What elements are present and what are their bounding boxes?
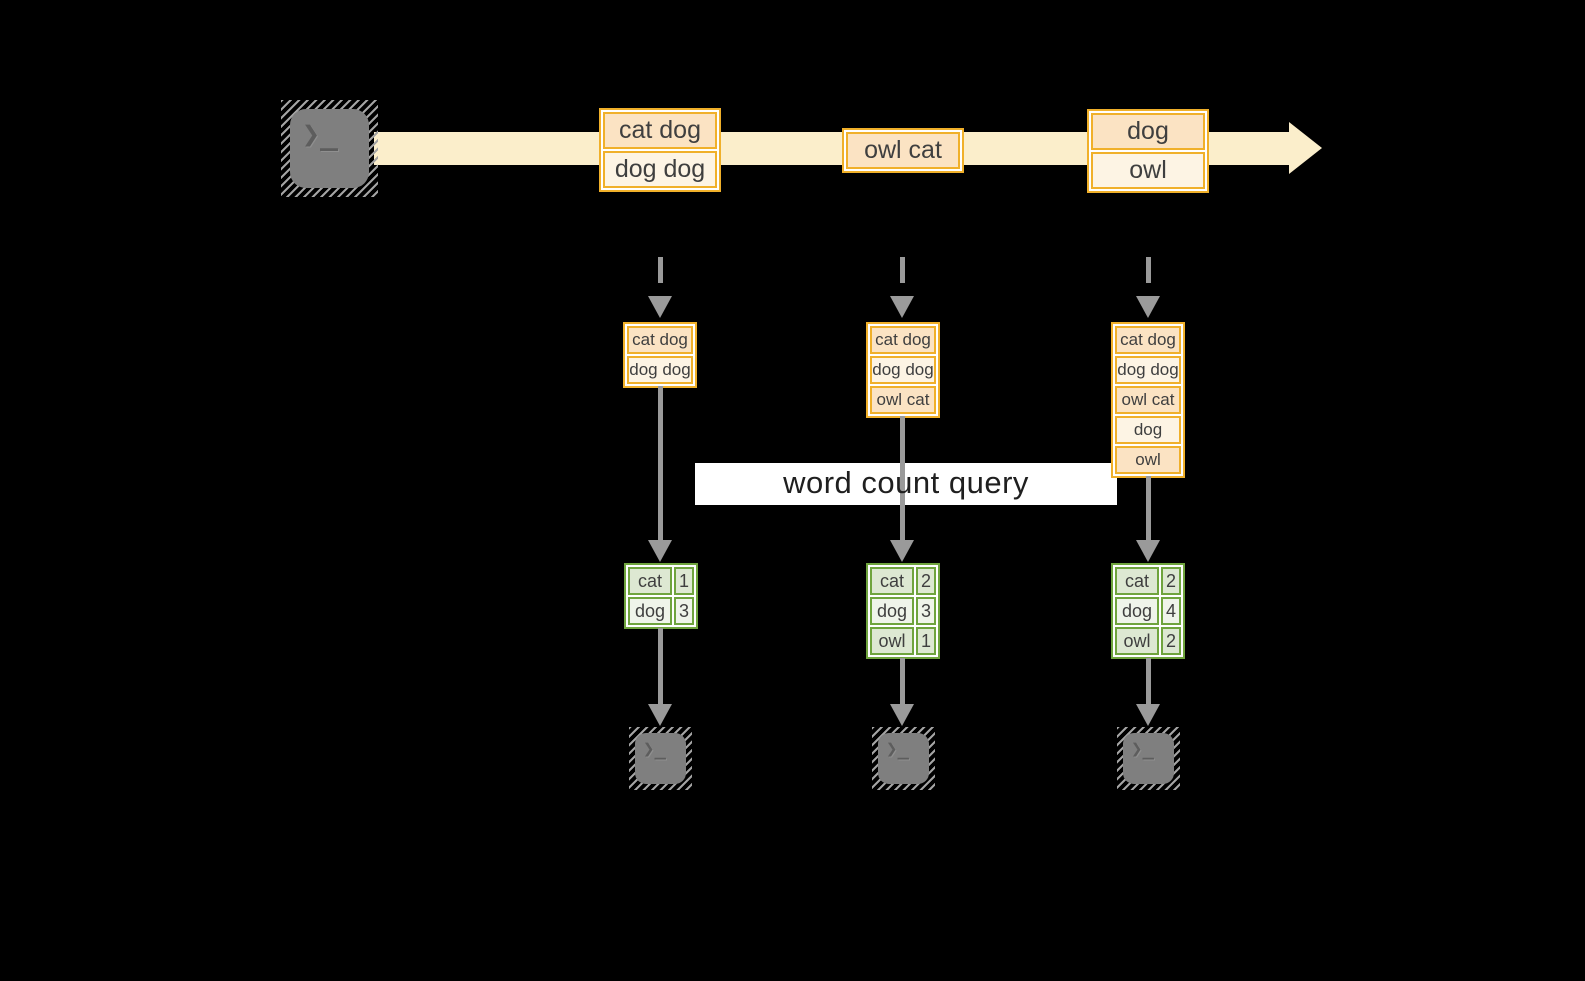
stream-arrowhead-icon — [1289, 122, 1322, 174]
terminal-icon-body: ❯_ — [878, 733, 929, 784]
count-value-cell: 2 — [916, 567, 936, 595]
count-value-cell: 3 — [916, 597, 936, 625]
arrow-line — [900, 416, 905, 544]
arrow-head-icon — [1136, 540, 1160, 562]
terminal-icon-body: ❯_ — [1123, 733, 1174, 784]
dashed-arrow-head-icon — [648, 296, 672, 318]
count-word-cell: cat — [628, 567, 672, 595]
terminal-prompt-icon: ❯_ — [643, 738, 666, 760]
count-word-cell: owl — [1115, 627, 1159, 655]
buffered-line-cell: dog dog — [870, 356, 936, 384]
count-value-cell: 2 — [1161, 567, 1181, 595]
dashed-arrow-line — [658, 257, 663, 283]
dashed-arrow-head-icon — [890, 296, 914, 318]
terminal-sink-icon-3: ❯_ — [1117, 727, 1180, 790]
buffered-line-cell: cat dog — [1115, 326, 1181, 354]
count-value-cell: 1 — [916, 627, 936, 655]
dashed-arrow-head-icon — [1136, 296, 1160, 318]
stream-line-cell: dog — [1091, 113, 1205, 150]
terminal-prompt-icon: ❯_ — [886, 738, 909, 760]
buffered-line-cell: owl cat — [1115, 386, 1181, 414]
stream-event-box-2: owl cat — [842, 128, 964, 173]
buffered-line-cell: cat dog — [870, 326, 936, 354]
terminal-sink-icon-1: ❯_ — [629, 727, 692, 790]
buffered-line-cell: dog dog — [1115, 356, 1181, 384]
buffered-line-cell: cat dog — [627, 326, 693, 354]
count-value-cell: 3 — [674, 597, 694, 625]
buffered-line-cell: owl — [1115, 446, 1181, 474]
dashed-arrow-line — [900, 257, 905, 283]
count-word-cell: owl — [870, 627, 914, 655]
buffered-line-cell: dog — [1115, 416, 1181, 444]
stream-line-cell: cat dog — [603, 112, 717, 149]
count-value-cell: 4 — [1161, 597, 1181, 625]
arrow-head-icon — [890, 704, 914, 726]
arrow-line — [658, 628, 663, 708]
terminal-prompt-icon: ❯_ — [302, 117, 339, 152]
arrow-head-icon — [648, 540, 672, 562]
count-word-cell: dog — [870, 597, 914, 625]
arrow-head-icon — [1136, 704, 1160, 726]
count-word-cell: cat — [870, 567, 914, 595]
count-word-cell: dog — [628, 597, 672, 625]
dashed-arrow-line — [1146, 257, 1151, 283]
terminal-icon-body: ❯_ — [290, 109, 369, 188]
arrow-line — [658, 386, 663, 544]
terminal-prompt-icon: ❯_ — [1131, 738, 1154, 760]
terminal-source-icon: ❯_ — [281, 100, 378, 197]
buffered-line-cell: owl cat — [870, 386, 936, 414]
buffered-line-cell: dog dog — [627, 356, 693, 384]
query-label-band — [695, 463, 1117, 505]
stream-line-cell: owl — [1091, 152, 1205, 189]
count-value-cell: 1 — [674, 567, 694, 595]
arrow-line — [900, 658, 905, 708]
query-label: word count query — [783, 465, 1029, 500]
arrow-line — [1146, 658, 1151, 708]
count-word-cell: cat — [1115, 567, 1159, 595]
count-value-cell: 2 — [1161, 627, 1181, 655]
terminal-icon-body: ❯_ — [635, 733, 686, 784]
stream-line-cell: dog dog — [603, 151, 717, 188]
terminal-sink-icon-2: ❯_ — [872, 727, 935, 790]
stream-line-cell: owl cat — [846, 132, 960, 169]
arrow-line — [1146, 476, 1151, 544]
count-word-cell: dog — [1115, 597, 1159, 625]
arrow-head-icon — [648, 704, 672, 726]
arrow-head-icon — [890, 540, 914, 562]
